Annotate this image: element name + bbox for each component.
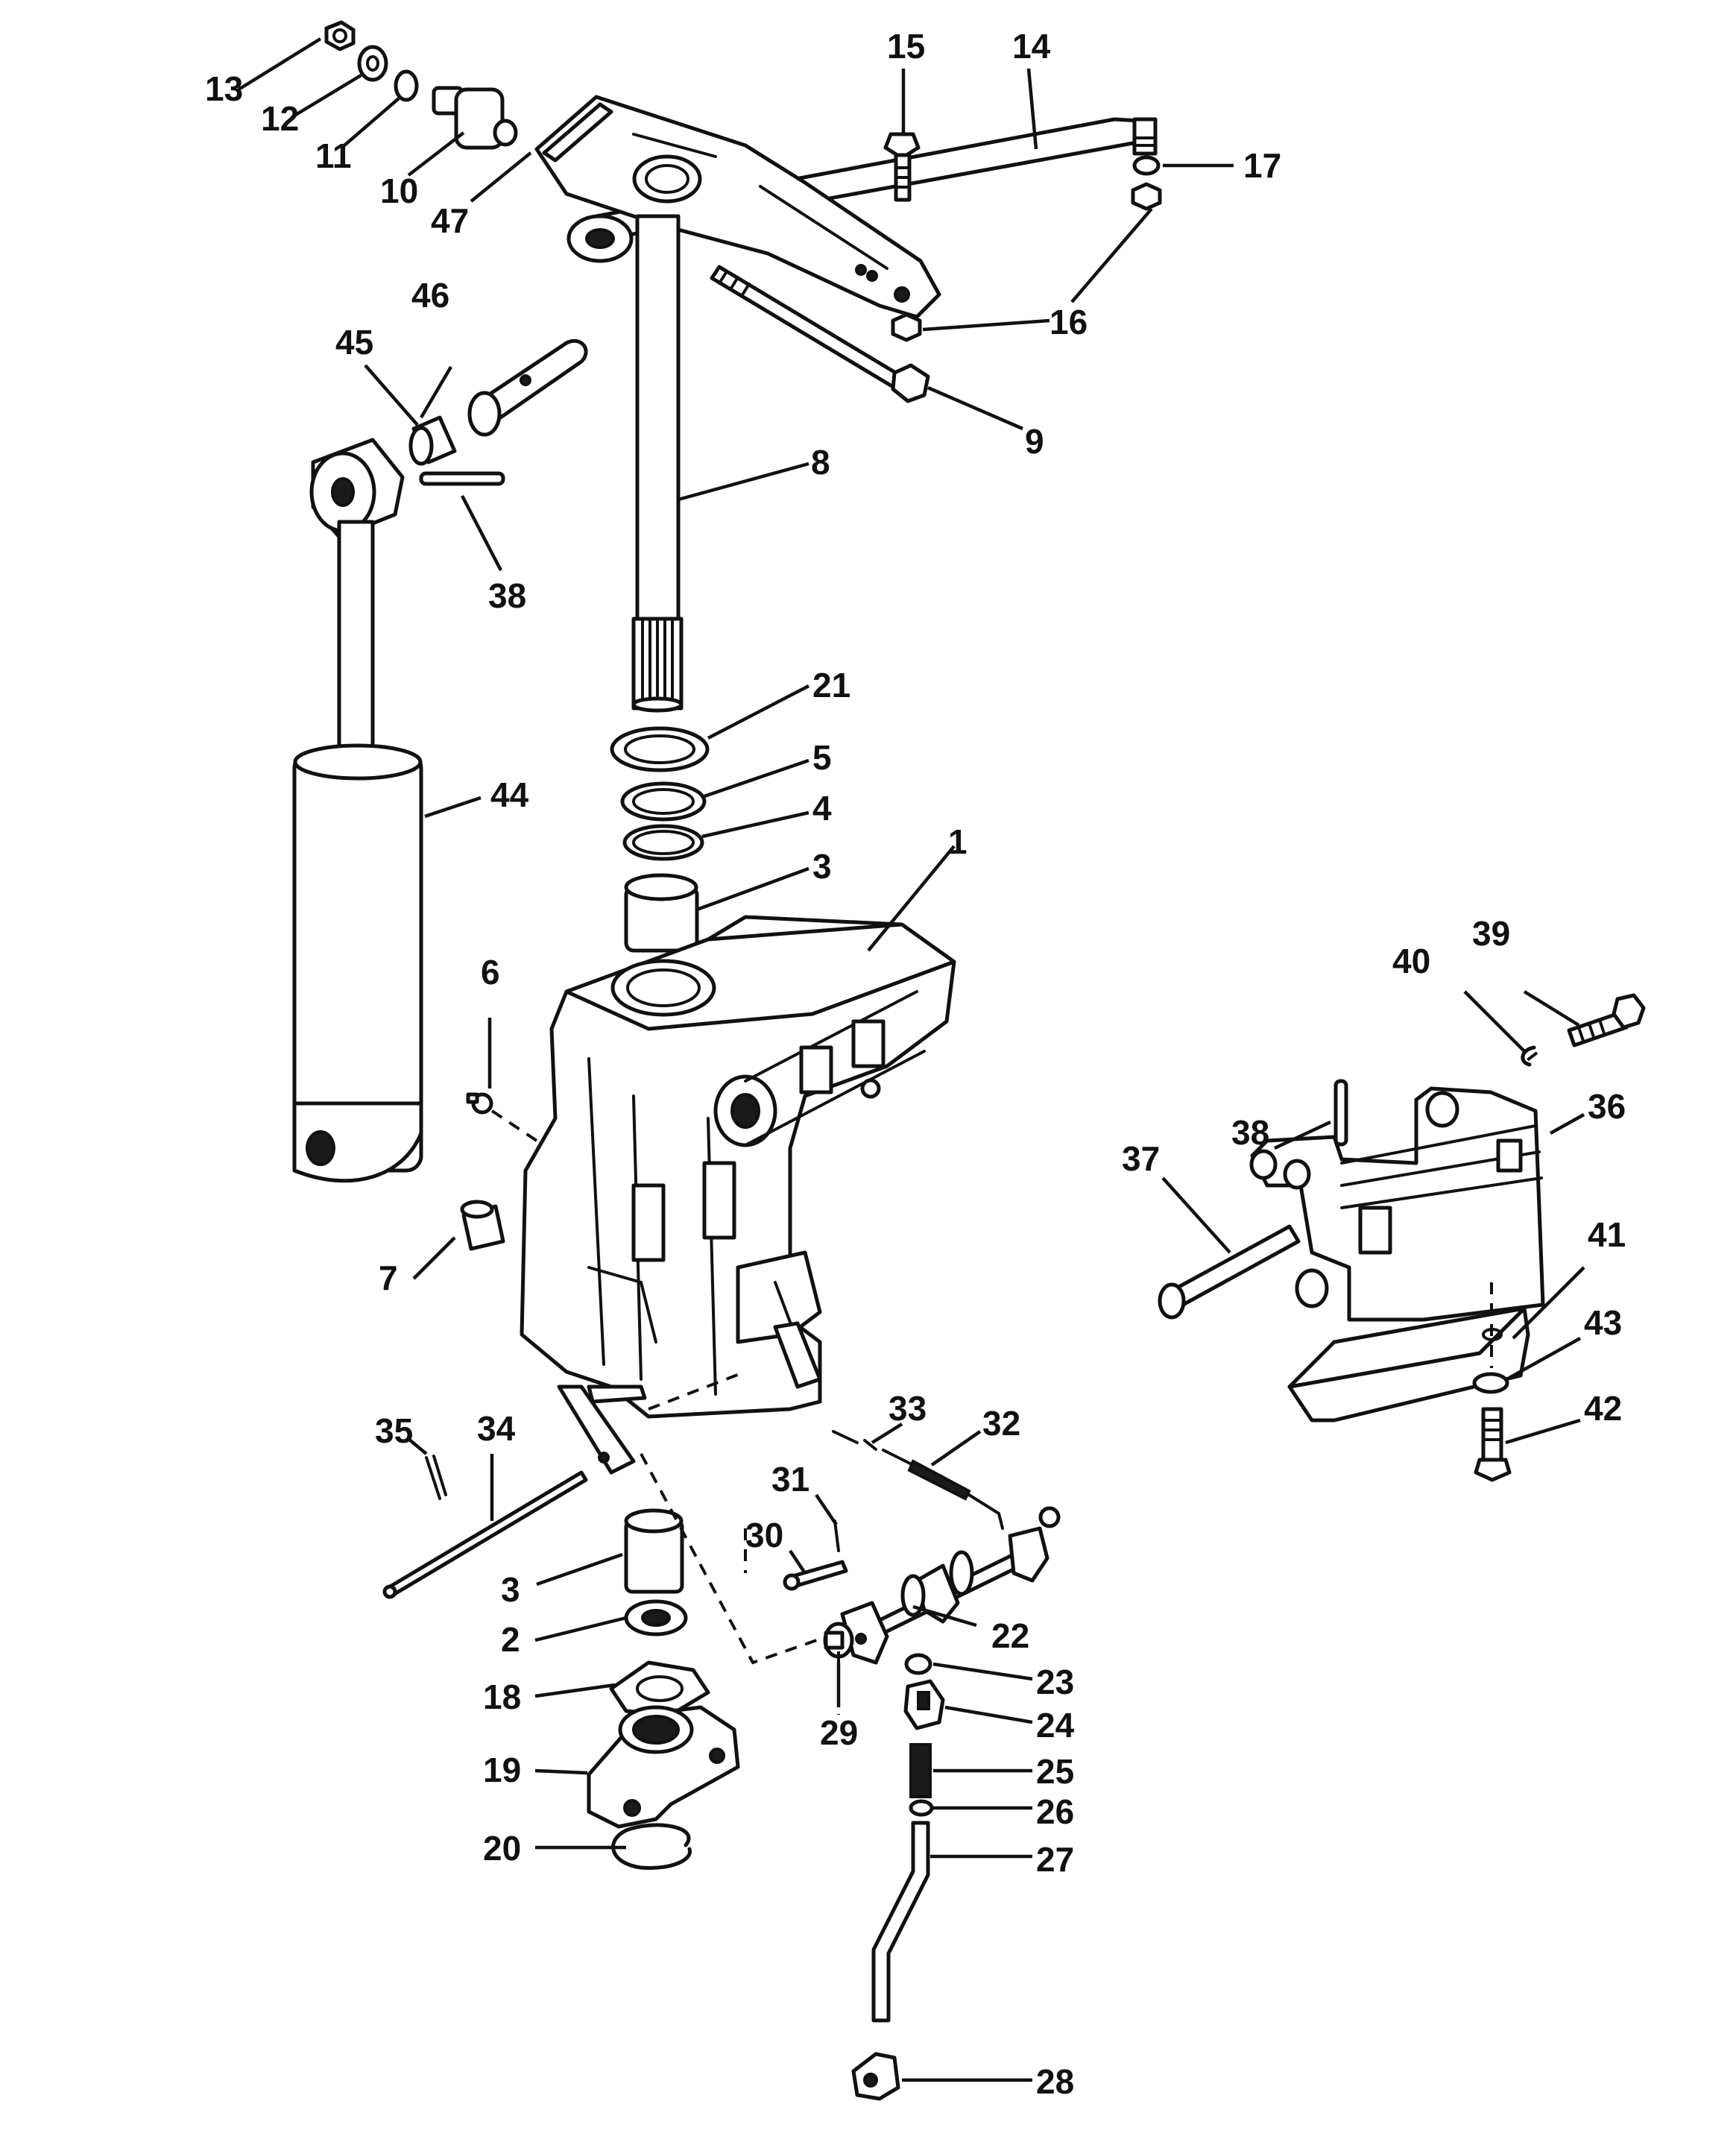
callout-35: 35 bbox=[375, 1411, 413, 1450]
callout-16: 16 bbox=[1050, 303, 1088, 341]
part-25-spring bbox=[909, 1743, 932, 1798]
part-11-washer bbox=[394, 69, 419, 102]
callout-21: 21 bbox=[812, 666, 850, 705]
part-10-bushing bbox=[432, 86, 518, 150]
callout-40: 40 bbox=[1392, 942, 1430, 980]
callout-19: 19 bbox=[483, 1751, 521, 1789]
callout-8: 8 bbox=[811, 443, 830, 482]
part-29-screw bbox=[823, 1622, 854, 1659]
part-24-bracket bbox=[903, 1679, 945, 1730]
callout-30: 30 bbox=[745, 1516, 783, 1554]
callout-6: 6 bbox=[481, 953, 500, 992]
part-6-grease-fitting bbox=[466, 1092, 493, 1115]
callout-46: 46 bbox=[411, 276, 449, 315]
part-44-cylinder bbox=[292, 438, 423, 1183]
callout-3-upper: 3 bbox=[812, 847, 832, 886]
callout-41: 41 bbox=[1588, 1215, 1626, 1254]
part-41-lock-plate bbox=[1287, 1306, 1530, 1423]
part-47-steering-arm bbox=[534, 95, 941, 319]
part-28-knob bbox=[851, 2052, 900, 2101]
callout-10: 10 bbox=[380, 171, 418, 210]
callout-5: 5 bbox=[812, 738, 832, 777]
callout-45: 45 bbox=[335, 323, 373, 362]
part-23-nut bbox=[904, 1653, 932, 1675]
callout-23: 23 bbox=[1036, 1663, 1074, 1701]
part-16-nut-upper bbox=[1131, 182, 1162, 211]
callout-13: 13 bbox=[205, 69, 243, 108]
callout-29: 29 bbox=[820, 1713, 858, 1752]
part-5-seal bbox=[620, 781, 707, 822]
part-31-cotter-pin bbox=[833, 1519, 840, 1552]
callout-47: 47 bbox=[431, 201, 469, 240]
callout-34: 34 bbox=[477, 1409, 516, 1448]
part-3-bushing-lower bbox=[624, 1508, 684, 1594]
part-26-washer bbox=[909, 1799, 934, 1817]
callout-38-right: 38 bbox=[1231, 1113, 1269, 1152]
part-35-cotter-pin bbox=[425, 1455, 447, 1500]
part-27-rod bbox=[871, 1821, 930, 2023]
part-39-bolt bbox=[1567, 993, 1646, 1047]
part-7-bushing bbox=[460, 1200, 505, 1251]
callout-42: 42 bbox=[1584, 1389, 1622, 1428]
part-34-rod bbox=[382, 1470, 588, 1599]
part-6-grease-fitting-2 bbox=[860, 1078, 881, 1099]
part-19-yoke bbox=[587, 1705, 740, 1829]
callout-32: 32 bbox=[982, 1404, 1020, 1443]
part-15-bolt bbox=[883, 132, 921, 202]
callout-43: 43 bbox=[1584, 1303, 1622, 1342]
callout-11: 11 bbox=[315, 136, 352, 175]
part-2-seal bbox=[624, 1599, 688, 1636]
callout-1: 1 bbox=[948, 822, 968, 861]
callout-33: 33 bbox=[888, 1389, 927, 1428]
callout-17: 17 bbox=[1243, 146, 1281, 185]
part-46-pin bbox=[467, 338, 588, 437]
callout-36: 36 bbox=[1588, 1087, 1626, 1126]
part-4-ring bbox=[622, 824, 704, 861]
callout-38-upper: 38 bbox=[488, 576, 526, 615]
callout-39: 39 bbox=[1472, 914, 1510, 953]
part-9-bolt bbox=[710, 265, 930, 403]
callout-3-lower: 3 bbox=[501, 1570, 520, 1609]
callout-12: 12 bbox=[261, 99, 299, 138]
callout-15: 15 bbox=[887, 27, 925, 66]
part-32-spring bbox=[882, 1449, 1061, 1530]
callout-9: 9 bbox=[1025, 422, 1044, 461]
part-40-retaining-ring bbox=[1521, 1045, 1536, 1067]
part-43-washer bbox=[1472, 1372, 1509, 1394]
part-38-roll-pin-right bbox=[1333, 1079, 1348, 1147]
callout-27: 27 bbox=[1036, 1840, 1074, 1879]
part-38-roll-pin-upper bbox=[419, 471, 505, 486]
callout-31: 31 bbox=[771, 1460, 809, 1499]
part-36-clamp-bracket bbox=[1249, 1086, 1545, 1322]
part-8-steering-shaft bbox=[631, 214, 684, 713]
callout-44: 44 bbox=[490, 775, 529, 814]
callout-20: 20 bbox=[483, 1829, 521, 1868]
callout-24: 24 bbox=[1036, 1706, 1075, 1745]
part-3-bushing-upper bbox=[624, 873, 699, 953]
part-12-washer bbox=[357, 45, 388, 82]
part-42-bolt bbox=[1474, 1407, 1512, 1482]
callout-4: 4 bbox=[812, 789, 832, 828]
part-1-swivel-bracket bbox=[520, 915, 956, 1475]
callout-14: 14 bbox=[1012, 27, 1051, 66]
callout-37: 37 bbox=[1122, 1139, 1160, 1178]
part-30-pin bbox=[783, 1560, 848, 1591]
part-33-connector bbox=[832, 1430, 877, 1451]
part-37-pin bbox=[1158, 1224, 1301, 1320]
part-18-plate bbox=[609, 1660, 710, 1717]
callout-18: 18 bbox=[483, 1677, 521, 1716]
part-21-washer bbox=[610, 726, 710, 772]
callout-25: 25 bbox=[1036, 1752, 1074, 1791]
part-13-nut bbox=[324, 20, 356, 51]
callout-2: 2 bbox=[501, 1620, 520, 1659]
part-17-washer bbox=[1132, 155, 1161, 176]
part-45-bushing bbox=[408, 415, 457, 466]
callout-28: 28 bbox=[1036, 2062, 1074, 2101]
leader-lines bbox=[237, 37, 1585, 2082]
callout-7: 7 bbox=[379, 1258, 398, 1297]
callouts: 13 12 11 10 47 15 14 17 16 9 8 46 45 38 … bbox=[205, 27, 1626, 2101]
callout-26: 26 bbox=[1036, 1792, 1074, 1831]
callout-22: 22 bbox=[991, 1616, 1029, 1655]
